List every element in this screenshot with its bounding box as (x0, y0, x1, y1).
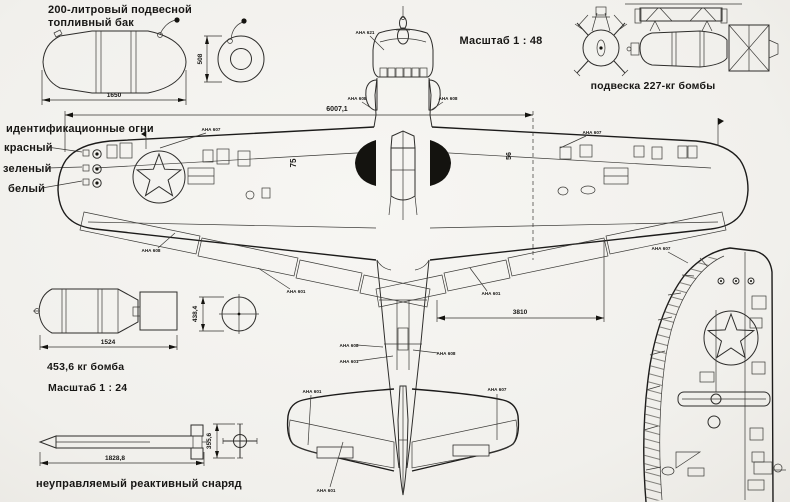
bomb-227-caption: подвеска 227-кг бомбы (591, 80, 716, 92)
bomb-454-side-view: 1524 (33, 288, 178, 350)
paint-label-fus-right-608: АНА 608 (437, 351, 456, 356)
scale-1-48-caption: Масштаб 1 : 48 (460, 35, 543, 47)
scale-1-24-caption: Масштаб 1 : 24 (48, 382, 127, 394)
wingtip-identification-lights (82, 149, 102, 188)
paint-label-flap-left: АНА 608 (142, 248, 161, 253)
wing-code-right: 56 (506, 152, 513, 160)
id-light-red-label: красный (4, 142, 53, 154)
paint-label-nose: АНА 621 (356, 30, 375, 35)
bomb-227-front-view (573, 6, 629, 77)
id-light-white-label: белый (8, 183, 45, 195)
star-insignia-detail (706, 312, 756, 359)
wing-underside-detail (643, 247, 786, 502)
bomb-227-side-view (625, 3, 779, 72)
paint-label-wingtip-left: АНА 607 (202, 127, 221, 132)
rocket-front-view: 355,6 (206, 423, 258, 459)
fuel-tank-title-line1: 200-литровый подвесной (48, 4, 192, 16)
paint-label-cowl-right: АНА 608 (439, 96, 458, 101)
paint-label-fus-left-601: АНА 601 (340, 359, 359, 364)
rocket-side-view: 1828,8 (38, 424, 208, 466)
identification-lights-labels: идентификационные огни красный зеленый б… (3, 123, 154, 195)
dimension-tailplane: 3810 (436, 240, 605, 322)
paint-label-detail: АНА 607 (652, 246, 671, 251)
fuel-tank-title-line2: топливный бак (48, 17, 134, 29)
tank-diameter-dim: 508 (197, 53, 204, 64)
tailplane-dim-text: 3810 (513, 309, 528, 316)
paint-label-aileron-right: АНА 601 (482, 291, 501, 296)
tank-length-dim: 1650 (107, 92, 122, 99)
rocket-caption: неуправляемый реактивный снаряд (36, 478, 242, 490)
dimension-half-span: 6007,1 (64, 106, 534, 260)
paint-label-fus-left-608: АНА 608 (340, 343, 359, 348)
wing-code-left: 75 (289, 158, 298, 167)
paint-label-elevator: АНА 601 (317, 488, 336, 493)
id-light-green-label: зеленый (3, 163, 52, 175)
bomb-454-diameter-dim: 438,4 (192, 305, 199, 322)
half-span-dim-text: 6007,1 (326, 106, 348, 113)
paint-label-stab-left: АНА 601 (303, 389, 322, 394)
drop-tank-side-view: 1650 (41, 17, 187, 105)
paint-label-wingtip-right: АНА 607 (583, 130, 602, 135)
paint-label-stab-right: АНА 607 (488, 387, 507, 392)
drop-tank-front-view: 508 (197, 18, 265, 83)
bomb-454-length-dim: 1524 (101, 339, 116, 346)
bomb-454-caption: 453,6 кг бомба (47, 361, 124, 373)
aircraft-plan-view: 6007,1 3810 75 56 АНА 621 АНА 608 АНА 60… (57, 6, 749, 496)
bomb-454-front-view: 438,4 (192, 294, 259, 334)
id-lights-title: идентификационные огни (6, 123, 154, 135)
rocket-length-dim: 1828,8 (105, 455, 125, 462)
star-insignia-left-wing (135, 152, 183, 197)
paint-code-labels: АНА 621 АНА 608 АНА 608 АНА 607 АНА 607 … (142, 30, 689, 493)
rocket-fin-span-dim: 355,6 (206, 432, 213, 449)
paint-label-cowl-left: АНА 608 (348, 96, 367, 101)
paint-label-aileron-left: АНА 601 (287, 289, 306, 294)
